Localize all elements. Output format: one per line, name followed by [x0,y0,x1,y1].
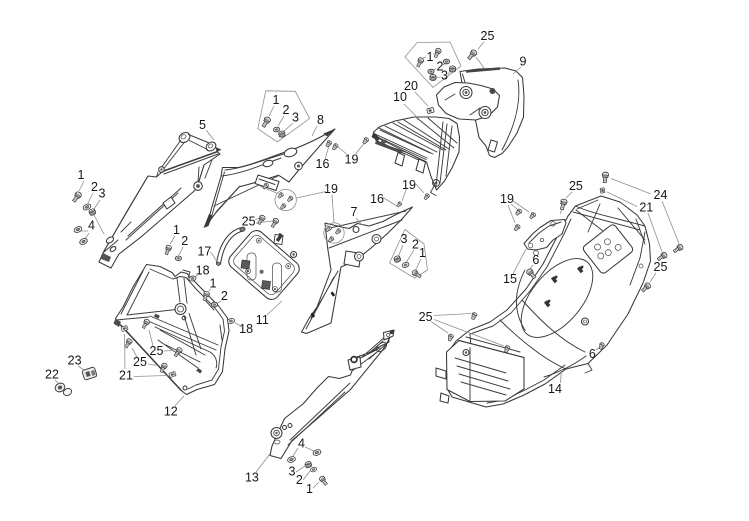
svg-text:24: 24 [654,188,668,202]
svg-text:22: 22 [45,368,59,382]
svg-text:16: 16 [370,192,384,206]
svg-text:19: 19 [345,153,359,167]
svg-text:1: 1 [173,223,180,237]
svg-text:2: 2 [437,60,444,74]
svg-text:19: 19 [500,192,514,206]
svg-text:1: 1 [306,482,313,496]
svg-text:3: 3 [401,232,408,246]
svg-text:19: 19 [324,182,338,196]
svg-text:18: 18 [196,264,210,278]
svg-text:21: 21 [119,369,133,383]
svg-text:2: 2 [221,289,228,303]
svg-text:1: 1 [210,277,217,291]
svg-text:25: 25 [481,29,495,43]
svg-text:14: 14 [548,382,562,396]
svg-text:3: 3 [99,187,106,201]
svg-text:8: 8 [317,113,324,127]
svg-text:15: 15 [503,272,517,286]
svg-text:10: 10 [393,90,407,104]
svg-text:19: 19 [402,178,416,192]
svg-text:17: 17 [197,245,211,259]
svg-text:1: 1 [78,168,85,182]
svg-text:5: 5 [199,118,206,132]
svg-text:3: 3 [292,111,299,125]
svg-text:2: 2 [91,180,98,194]
svg-text:2: 2 [283,103,290,117]
svg-text:6: 6 [532,253,539,267]
svg-text:9: 9 [520,55,527,69]
svg-text:12: 12 [164,405,178,419]
svg-text:6: 6 [589,347,596,361]
svg-text:23: 23 [68,354,82,368]
svg-text:16: 16 [316,157,330,171]
svg-text:4: 4 [298,437,305,451]
svg-text:7: 7 [351,205,358,219]
svg-text:1: 1 [427,50,434,64]
svg-text:25: 25 [150,344,164,358]
svg-text:3: 3 [441,69,448,83]
svg-text:4: 4 [88,219,95,233]
svg-text:25: 25 [569,179,583,193]
svg-text:20: 20 [404,79,418,93]
svg-text:18: 18 [239,322,253,336]
svg-text:1: 1 [273,93,280,107]
svg-text:25: 25 [654,260,668,274]
svg-text:25: 25 [419,310,433,324]
svg-text:2: 2 [181,234,188,248]
svg-text:1: 1 [419,246,426,260]
svg-text:2: 2 [296,473,303,487]
svg-text:25: 25 [242,215,256,229]
svg-text:3: 3 [289,465,296,479]
svg-text:25: 25 [133,355,147,369]
svg-text:11: 11 [256,313,269,327]
svg-text:2: 2 [412,238,419,252]
svg-text:21: 21 [639,201,653,215]
svg-text:13: 13 [245,471,259,485]
